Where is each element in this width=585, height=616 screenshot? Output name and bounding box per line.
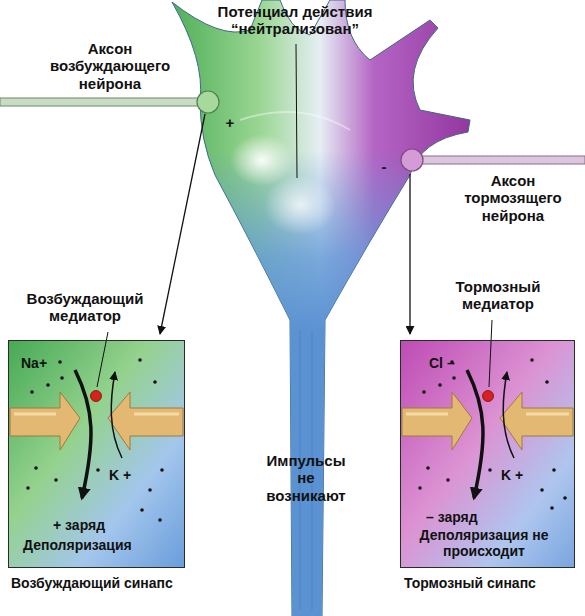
mediator-label: Тормозный медиатор (428, 278, 568, 313)
mediator-label: Возбуждающий медиатор (10, 290, 160, 325)
synapse-inset: Na+K ++ зарядДеполяризацияВозбуждающий с… (8, 340, 185, 568)
ion-label: Na+ (21, 355, 47, 371)
charge-sign: + (222, 114, 238, 131)
ion-label: Cl – (429, 355, 455, 371)
ion-label: K + (501, 467, 523, 483)
inset-caption: Возбуждающий синапс (11, 575, 173, 591)
charge-label: – заряд (426, 509, 478, 525)
charge-sign: - (376, 158, 392, 175)
axon-label: Аксон тормозящего нейрона (448, 172, 578, 224)
charge-label: + заряд (53, 517, 105, 533)
callout-label: Импульсы не возникают (258, 452, 354, 504)
effect-label: Деполяризация не происходит (409, 527, 559, 559)
ion-label: K + (109, 467, 131, 483)
synapse-inset: Cl – K + – зарядДеполяризация не происходи… (400, 340, 575, 568)
effect-label: Деполяризация (23, 537, 132, 553)
inset-caption: Тормозный синапс (404, 575, 536, 591)
callout-label: Потенциал действия “нейтрализован” (195, 3, 395, 38)
axon-label: Аксон возбуждающего нейрона (40, 40, 180, 92)
